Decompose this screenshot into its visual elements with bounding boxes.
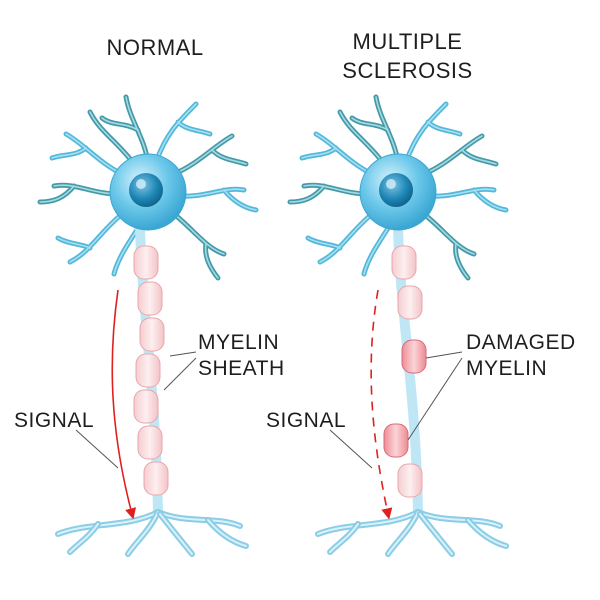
normal-dendrite-highlight [57, 213, 123, 263]
signal-pointer-normal [75, 429, 119, 469]
normal-axon-terminal-highlight [69, 523, 99, 553]
ms-axon-terminal-highlight [419, 513, 453, 555]
normal-dendrite-highlight [173, 135, 247, 175]
ms-dendrite-highlight [339, 111, 385, 165]
myelin-segment [133, 389, 159, 424]
ms-axon-terminal-highlight [387, 511, 419, 555]
damaged-pointer [407, 357, 463, 441]
signal-pointer-ms [329, 429, 373, 469]
ms-dendrite-highlight [405, 103, 461, 163]
signal-label-normal: SIGNAL [14, 409, 95, 432]
myelin-pointer [169, 351, 197, 357]
normal-axon-terminal-highlight [159, 513, 193, 555]
normal-axon-terminal-highlight [207, 519, 247, 547]
signal-label-ms: SIGNAL [266, 409, 347, 432]
normal-dendrite-highlight [155, 103, 211, 163]
normal-dendrite-highlight [51, 133, 123, 175]
ms-nucleus [379, 173, 413, 207]
signal-arrow-normal [111, 289, 136, 520]
myelin-sheath-label-line1: MYELIN [198, 331, 280, 354]
myelin-pointer [163, 357, 197, 391]
damaged-myelin-segment [401, 339, 427, 374]
myelin-sheath-label-line2: SHEATH [198, 357, 285, 380]
damaged-myelin-label-line2: MYELIN [466, 357, 548, 380]
myelin-segment [133, 245, 159, 280]
normal-dendrite [55, 211, 125, 265]
myelin-segment [137, 281, 163, 316]
myelin-segment [135, 353, 161, 388]
ms-heading-line2: SCLEROSIS [342, 58, 473, 83]
ms-nucleus-highlight [386, 179, 396, 189]
ms-dendrite [403, 101, 463, 165]
normal-nucleus [129, 173, 163, 207]
normal-axon-terminal-highlight [127, 511, 159, 555]
damaged-myelin-segment [383, 423, 409, 458]
myelin-segment [139, 317, 165, 352]
ms-dendrite-highlight [423, 135, 497, 175]
myelin-segment [397, 285, 423, 320]
normal-dendrite [171, 211, 227, 281]
ms-axon-terminal-highlight [329, 523, 359, 553]
myelin-segment [143, 461, 169, 496]
normal-dendrite-highlight [173, 213, 225, 279]
myelin-segment [137, 425, 163, 460]
ms-axon-terminal-highlight [467, 519, 507, 547]
ms-dendrite [421, 211, 477, 281]
normal-axon-terminal-highlight [57, 511, 159, 535]
signal-arrow-ms [370, 289, 393, 520]
normal-dendrite-highlight [89, 111, 135, 165]
ms-dendrite-highlight [301, 133, 373, 175]
myelin-segment [391, 245, 417, 280]
damaged-myelin-label-line1: DAMAGED [466, 331, 576, 354]
normal-axon-terminal-highlight [157, 511, 241, 527]
ms-dendrite-highlight [423, 213, 475, 279]
normal-heading: NORMAL [106, 35, 204, 60]
normal-dendrite [153, 101, 213, 165]
ms-dendrite-highlight [307, 213, 373, 263]
ms-axon-terminal-highlight [317, 511, 419, 535]
ms-dendrite [305, 211, 375, 265]
ms-axon-terminal-highlight [417, 511, 501, 527]
damaged-pointer [425, 351, 463, 359]
myelin-segment [397, 463, 423, 498]
ms-heading-line1: MULTIPLE [352, 29, 463, 54]
normal-nucleus-highlight [136, 179, 146, 189]
